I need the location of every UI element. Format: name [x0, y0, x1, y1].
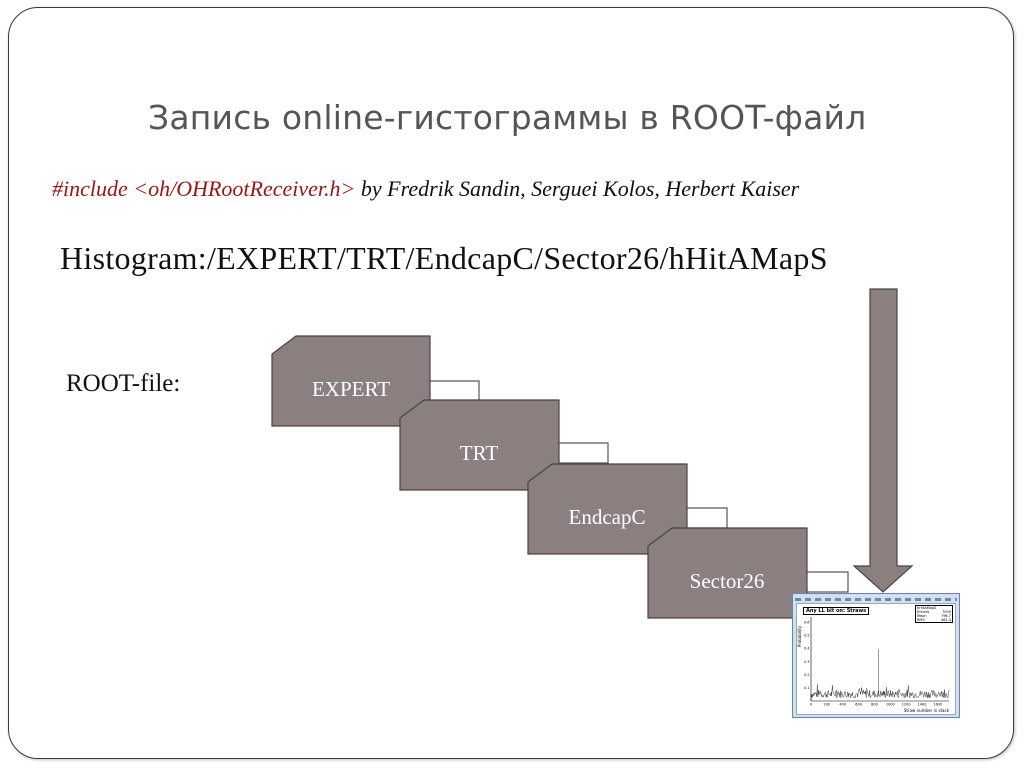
histogram-window-thumbnail: Any LL bit on: Straws hHitAMapS Entries 7…	[792, 593, 960, 718]
x-tick-label: 1200	[902, 703, 911, 707]
y-tick-label: 0.4	[804, 647, 810, 651]
folder-trt-shape	[399, 399, 560, 491]
stats-name-row: hHitAMapS	[916, 606, 952, 610]
histogram-axes	[810, 617, 949, 702]
stats-mean-row: Mean 796.7	[916, 614, 952, 618]
stats-rms-row: RMS 461.4	[916, 618, 952, 622]
folder-sector26-shape	[647, 527, 808, 619]
folder-connector	[805, 571, 849, 593]
x-tick-label: 1400	[918, 703, 927, 707]
x-tick-label: 200	[824, 703, 831, 707]
folder-expert-shape	[271, 335, 431, 427]
folder-label-expert: EXPERT	[311, 377, 391, 401]
folder-label-trt: TRT	[459, 441, 499, 465]
x-tick-label: 1600	[933, 703, 942, 707]
histogram-xlabel: Straw number in stack	[903, 708, 949, 713]
x-tick-label: 1000	[886, 703, 895, 707]
folder-connector	[684, 507, 728, 529]
include-authors: by Fredrik Sandin, Serguei Kolos, Herber…	[355, 176, 800, 201]
folder-endcapc-shape	[527, 463, 688, 555]
folder-connector	[427, 380, 480, 402]
x-tick-label: 800	[871, 703, 878, 707]
histogram-path: Histogram:/EXPERT/TRT/EndcapC/Sector26/h…	[60, 240, 828, 276]
stats-rms-value: 461.4	[940, 618, 951, 622]
x-tick-label: 0	[810, 703, 812, 707]
histogram-title: Any LL bit on: Straws	[803, 607, 870, 615]
x-tick-label: 600	[855, 703, 862, 707]
stats-entries-label: Entries	[917, 610, 930, 614]
stats-name: hHitAMapS	[917, 606, 937, 610]
down-arrow-icon	[852, 288, 914, 593]
y-tick-label: 0.5	[804, 634, 810, 638]
histogram-baseline	[810, 684, 950, 701]
folder-label-endcapc: EndcapC	[568, 505, 646, 529]
stats-entries-value: 7000	[942, 610, 951, 614]
y-tick-label: 0.3	[804, 660, 810, 664]
include-line: #include <oh/OHRootReceiver.h> by Fredri…	[52, 176, 799, 202]
folder-label-sector26: Sector26	[689, 569, 765, 593]
y-tick-label: 0.6	[804, 620, 810, 624]
y-tick-label: 0.2	[804, 673, 810, 677]
stats-rms-label: RMS	[917, 618, 925, 622]
histogram-canvas: Any LL bit on: Straws hHitAMapS Entries 7…	[796, 603, 956, 715]
window-menubar	[795, 598, 957, 601]
stats-box: hHitAMapS Entries 7000 Mean 796.7 RMS 461.4	[915, 605, 953, 623]
stats-entries-row: Entries 7000	[916, 610, 952, 614]
stats-mean-label: Mean	[917, 614, 927, 618]
y-tick-label: 0.1	[804, 686, 810, 690]
folder-connector	[556, 442, 609, 464]
slide-title: Запись online-гистограммы в ROOT-файл	[148, 98, 867, 137]
x-tick-label: 400	[839, 703, 846, 707]
stats-mean-value: 796.7	[940, 614, 951, 618]
histogram-plot: 0.1 0.2 0.3 0.4 0.5 0.6 0 200 400 600 800 1000 1200 1…	[804, 617, 950, 707]
slide-frame	[8, 7, 1014, 759]
include-code: #include <oh/OHRootReceiver.h>	[52, 176, 356, 201]
root-file-label: ROOT-file:	[66, 370, 181, 397]
